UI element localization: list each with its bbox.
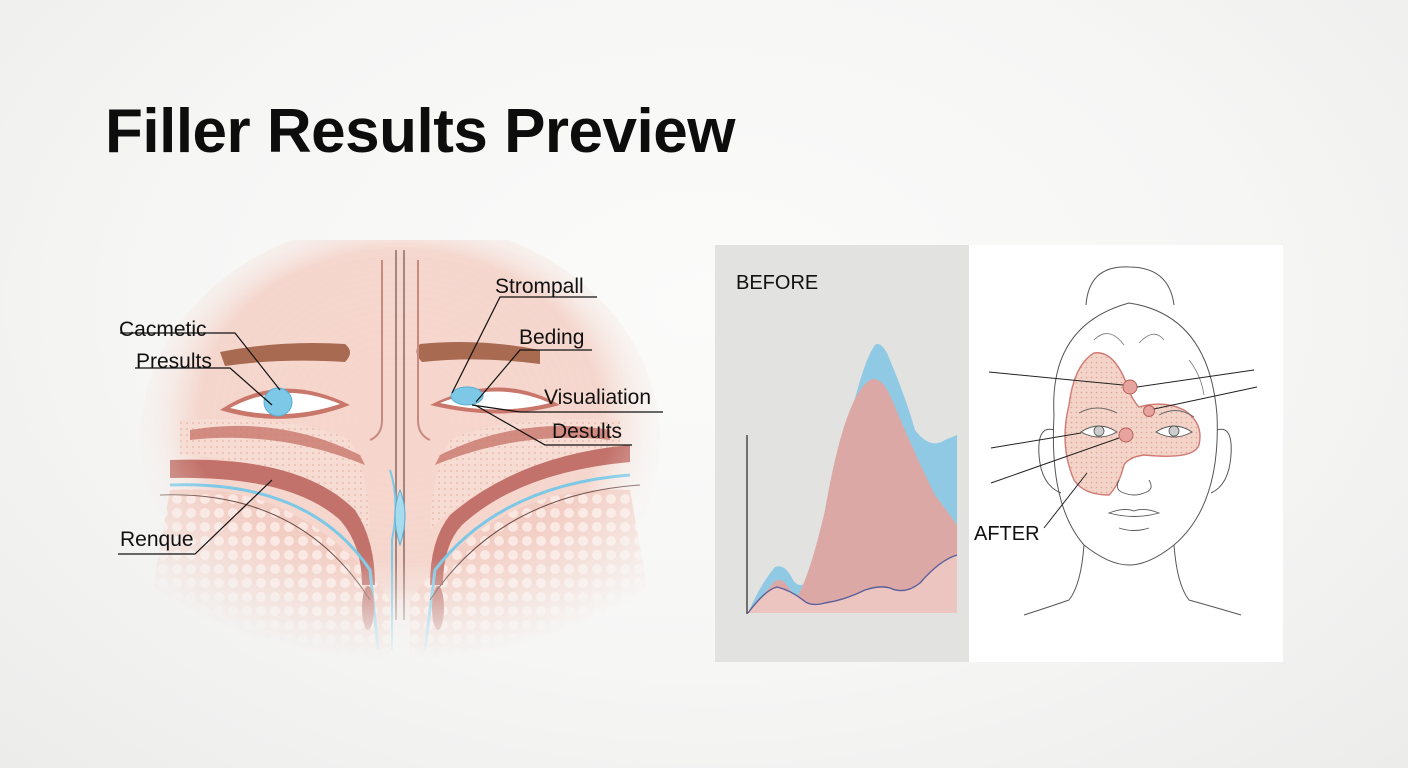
label-presults: Presults: [136, 350, 212, 373]
label-desults: Desults: [552, 420, 623, 443]
leader-lines: [118, 296, 663, 555]
label-strompall: Strompall: [495, 275, 584, 298]
before-panel: BEFORE: [715, 245, 969, 662]
label-visualiation: Visualiation: [544, 386, 652, 409]
before-label: BEFORE: [736, 272, 819, 294]
after-label: AFTER: [974, 523, 1040, 545]
after-panel: AFTER: [969, 245, 1283, 662]
anatomy-drawing: [118, 240, 663, 660]
page-title: Filler Results Preview: [105, 97, 735, 166]
before-graph: [746, 344, 958, 614]
label-renque: Renque: [120, 528, 194, 551]
label-beding: Beding: [519, 326, 585, 349]
label-cacmetic: Cacmetic: [119, 318, 207, 341]
anatomy-illustration: Cacmetic Presults Renque Strompall Bedin…: [100, 240, 700, 660]
face-illustration: [988, 266, 1258, 616]
